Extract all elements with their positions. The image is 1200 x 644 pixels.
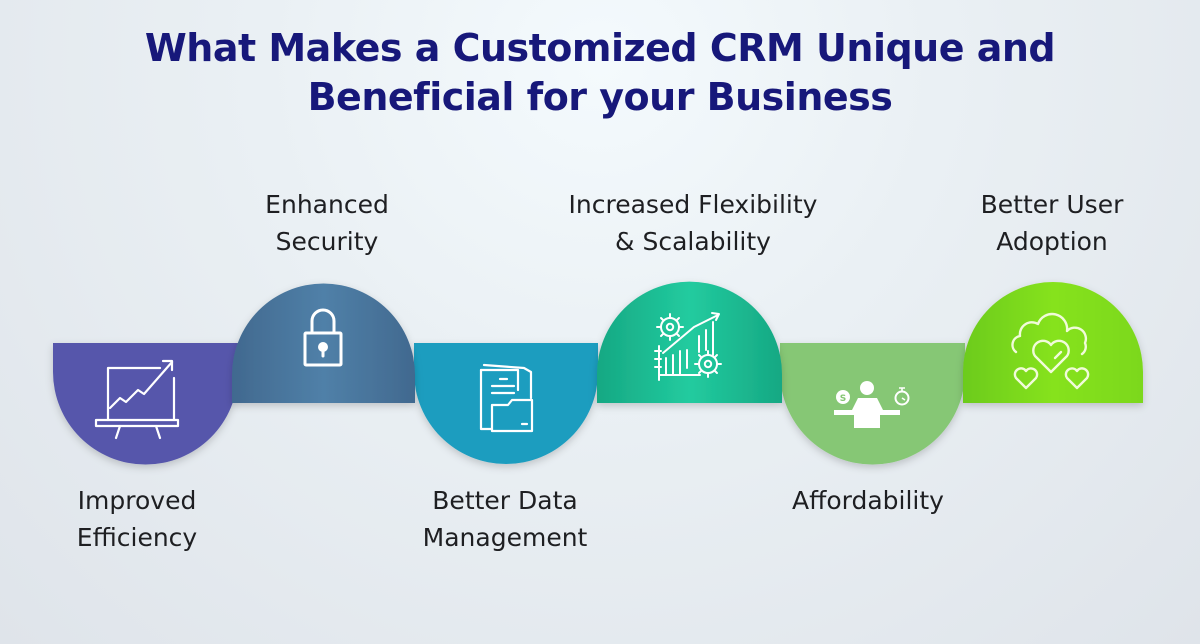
document-folder-icon bbox=[479, 363, 534, 433]
step-1-shape bbox=[53, 343, 238, 465]
person-balance-money-time-icon: S bbox=[834, 381, 910, 428]
step-6-label: Better User Adoption bbox=[980, 190, 1124, 256]
page-title: What Makes a Customized CRM Unique and B… bbox=[144, 26, 1056, 119]
svg-text:S: S bbox=[840, 394, 846, 404]
gears-growth-chart-icon bbox=[654, 312, 722, 381]
step-3-label: Better Data Management bbox=[422, 486, 588, 552]
cloud-hearts-icon bbox=[1011, 312, 1090, 390]
step-3-shape bbox=[414, 343, 598, 464]
step-2-label: Enhanced Security bbox=[265, 190, 389, 256]
padlock-icon bbox=[303, 308, 343, 367]
step-4-label: Increased Flexibility & Scalability bbox=[568, 190, 818, 256]
presentation-chart-icon bbox=[94, 359, 180, 440]
step-4-shape bbox=[597, 281, 782, 403]
step-1-label: Improved Efficiency bbox=[76, 486, 198, 552]
step-5-label: Affordability bbox=[792, 486, 944, 515]
